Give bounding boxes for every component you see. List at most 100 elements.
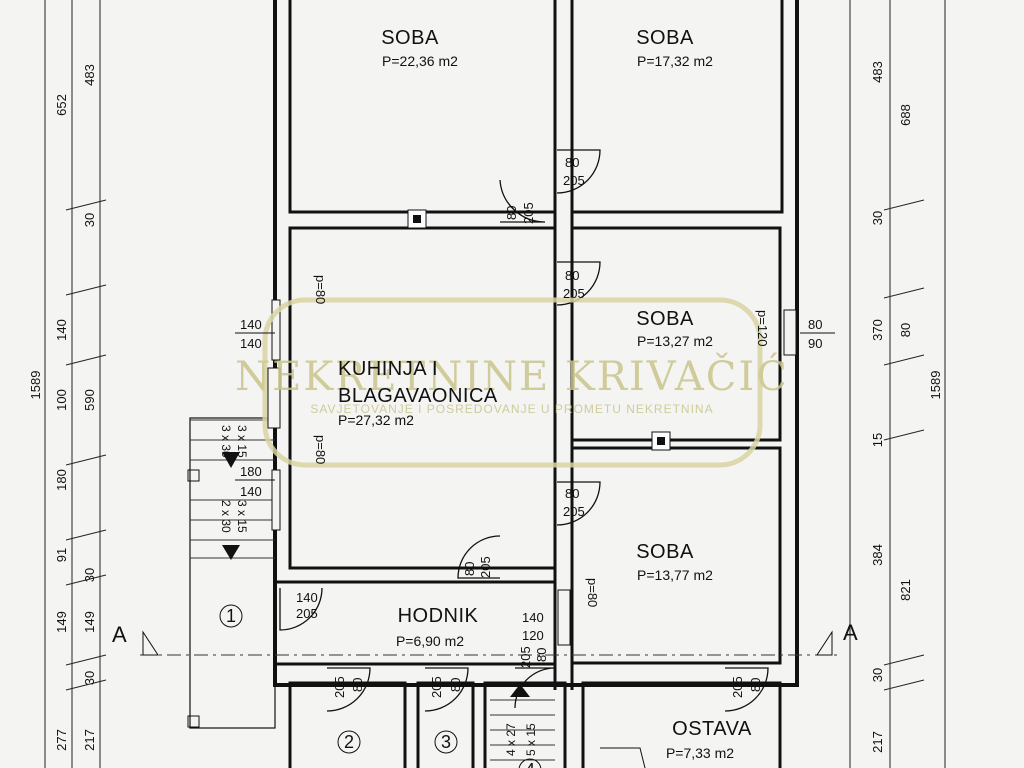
dim: 277 [54, 729, 69, 751]
windows [267, 209, 797, 646]
stair-labels: 3 x 30 3 x 15 2 x 30 3 x 15 4 x 27 5 x 1… [219, 425, 538, 756]
room-name-hodnik: HODNIK [398, 605, 479, 627]
marker-1: 1 [226, 606, 236, 626]
dim: 30 [82, 568, 97, 582]
door-width: 80 [565, 155, 579, 170]
stair-arrow-icon [510, 684, 530, 697]
dim: 140 [240, 317, 262, 332]
dim: 149 [54, 611, 69, 633]
section-arrow-icon [816, 630, 833, 656]
door-width: 80 [565, 486, 579, 501]
window-dimensions: 140 140 180 140 80 90 [235, 317, 835, 499]
door-dim: 120 [522, 628, 544, 643]
door-swings [279, 149, 769, 712]
opening-label: p=120 [755, 310, 770, 347]
opening-label: p=80 [313, 435, 328, 464]
stair-arrow-icon [222, 452, 240, 468]
section-label-left: A [112, 622, 127, 647]
dim: 91 [54, 548, 69, 562]
column-square [187, 715, 200, 728]
room-name-soba4: SOBA [636, 541, 694, 563]
room-name-kuhinja-1: KUHINJA I [338, 358, 438, 380]
dim: 90 [808, 336, 822, 351]
door-height: 205 [563, 504, 585, 519]
dim: 217 [870, 731, 885, 753]
room-area-soba4: P=13,77 m2 [637, 567, 713, 583]
dim: 30 [870, 211, 885, 225]
room-markers: 1 2 3 4 [219, 604, 542, 768]
door-height: 205 [563, 173, 585, 188]
door-labels: 80 205 80 205 80 205 80 205 80 205 140 2… [296, 155, 763, 698]
door-height: 205 [478, 556, 493, 578]
dim: 821 [898, 579, 913, 601]
dim: 483 [870, 61, 885, 83]
door-width: 80 [448, 678, 463, 692]
dim: 80 [808, 317, 822, 332]
door-width: 80 [565, 268, 579, 283]
dim: 180 [54, 469, 69, 491]
door-height: 205 [730, 676, 745, 698]
dim: 1589 [928, 371, 943, 400]
marker-4: 4 [525, 760, 535, 768]
left-dimensions: 652 1589 277 483 30 140 100 180 91 30 14… [28, 64, 97, 751]
dim: 100 [54, 389, 69, 411]
dim: 140 [240, 484, 262, 499]
dim: 140 [240, 336, 262, 351]
dim: 1589 [28, 371, 43, 400]
dim: 483 [82, 64, 97, 86]
door-width: 140 [296, 590, 318, 605]
dim: 384 [870, 544, 885, 566]
room-area-ostava: P=7,33 m2 [666, 745, 734, 761]
dim: 217 [82, 729, 97, 751]
dim: 15 [870, 433, 885, 447]
chimney-icon [657, 437, 665, 445]
dim: 370 [870, 319, 885, 341]
room-area-kuhinja: P=27,32 m2 [338, 412, 414, 428]
watermark: NEKRETNINE KRIVAČIĆ SAVJETOVANJE I POSRE… [235, 297, 787, 468]
door-height: 205 [429, 676, 444, 698]
room-area-soba1: P=22,36 m2 [382, 53, 458, 69]
dim: 652 [54, 94, 69, 116]
door-width: 80 [504, 206, 519, 220]
right-dimensions: 483 30 370 15 384 30 217 688 80 1589 821 [870, 61, 943, 753]
room-name-ostava: OSTAVA [672, 718, 752, 740]
watermark-subtitle: SAVJETOVANJE I POSREDOVANJE U PROMETU NE… [310, 402, 713, 416]
door-height: 205 [332, 676, 347, 698]
door-dim: 205 [518, 646, 533, 668]
column-square [187, 469, 200, 482]
opening-labels: p=80 p=80 p=120 p=80 [313, 275, 770, 607]
door-width: 80 [748, 678, 763, 692]
stair-arrow-icon [222, 545, 240, 560]
stair-label: 3 x 15 [235, 425, 249, 458]
dimension-lines [44, 0, 946, 768]
stair-label: 3 x 15 [235, 500, 249, 533]
room-name-soba3: SOBA [636, 308, 694, 330]
dim: 149 [82, 611, 97, 633]
dim: 140 [54, 319, 69, 341]
marker-3: 3 [441, 732, 451, 752]
door-height: 205 [563, 286, 585, 301]
room-area-soba2: P=17,32 m2 [637, 53, 713, 69]
door-dim: 140 [522, 610, 544, 625]
door-dim: 80 [534, 648, 549, 662]
room-name-soba2: SOBA [636, 27, 694, 49]
dim: 30 [870, 668, 885, 682]
stair-label: 2 x 30 [219, 500, 233, 533]
room-area-hodnik: P=6,90 m2 [396, 633, 464, 649]
stair-label: 3 x 30 [219, 425, 233, 458]
stair-label: 4 x 27 [504, 723, 518, 756]
dim: 180 [240, 464, 262, 479]
stairs [190, 419, 555, 761]
dim: 688 [898, 104, 913, 126]
fixture-outline [600, 747, 646, 768]
dim: 30 [82, 671, 97, 685]
opening-label: p=80 [585, 578, 600, 607]
section-arrow-icon [142, 630, 159, 656]
room-area-soba3: P=13,27 m2 [637, 333, 713, 349]
marker-2: 2 [344, 732, 354, 752]
room-name-kuhinja-2: BLAGAVAONICA [338, 385, 498, 407]
door-width: 80 [350, 678, 365, 692]
section-label-right: A [843, 620, 858, 645]
dim: 30 [82, 213, 97, 227]
